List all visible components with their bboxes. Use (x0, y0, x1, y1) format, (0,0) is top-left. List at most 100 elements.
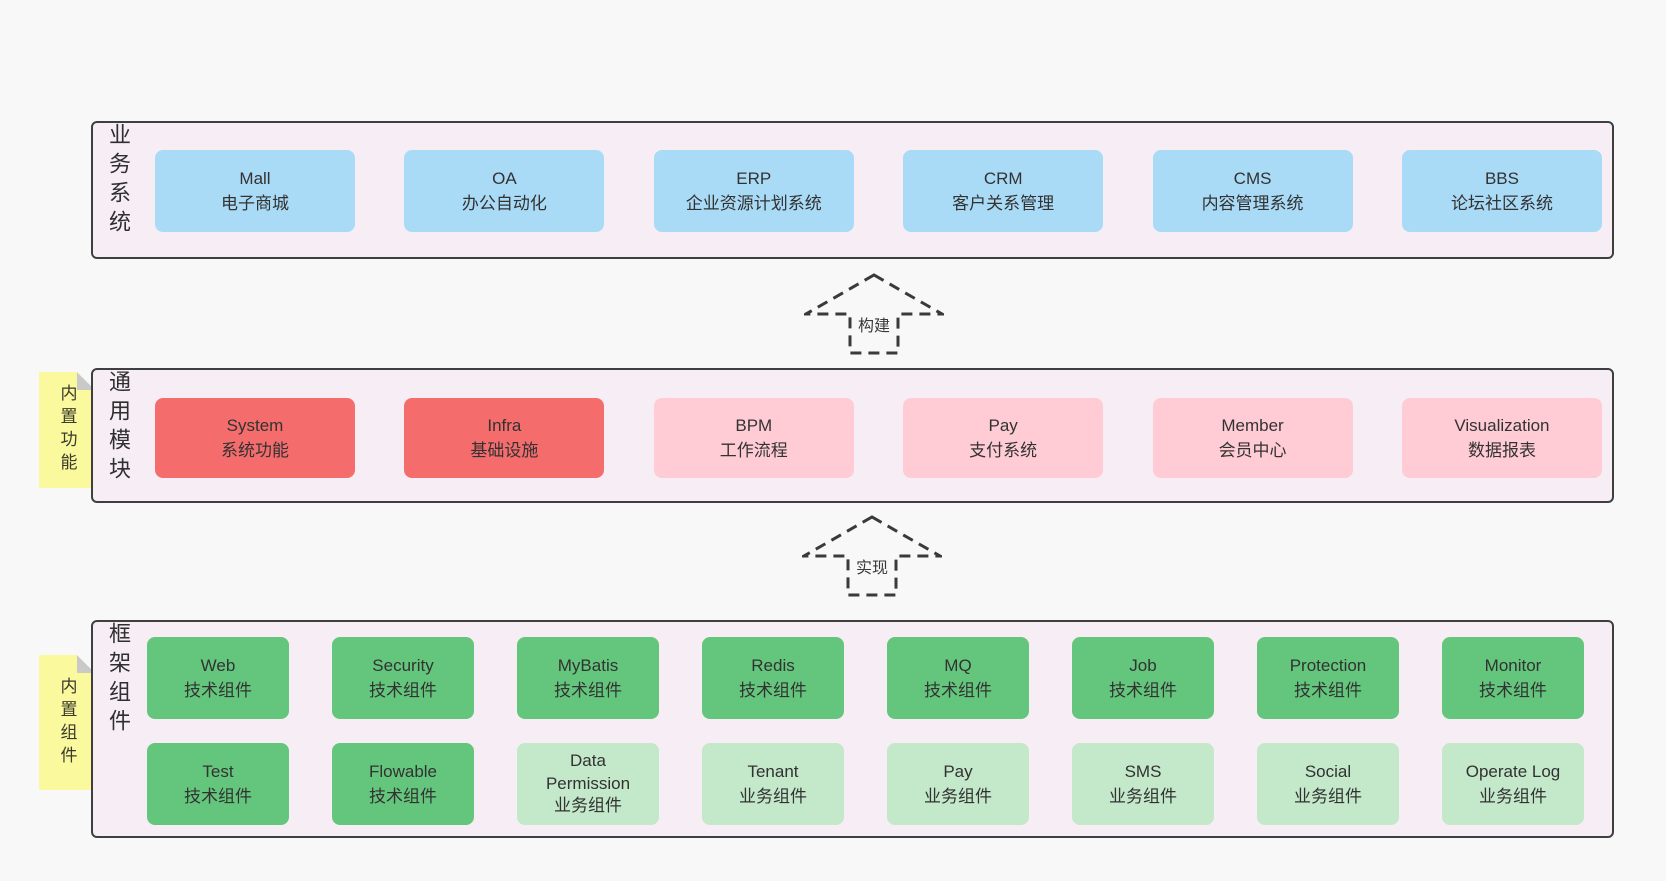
box-operate-log: Operate Log 业务组件 (1442, 743, 1584, 825)
box-title: Infra (487, 415, 522, 435)
panel-label-common-modules: 通用模块 (106, 370, 131, 486)
box-mall: Mall 电子商城 (155, 150, 355, 232)
box-subtitle: 技术组件 (1109, 681, 1177, 700)
box-subtitle: 技术组件 (1479, 681, 1547, 700)
box-bpm: BPM 工作流程 (653, 398, 854, 478)
box-monitor: Monitor 技术组件 (1442, 637, 1584, 719)
box-title: CMS (1233, 168, 1272, 188)
box-redis: Redis 技术组件 (702, 637, 844, 719)
box-title: OA (492, 168, 517, 188)
box-subtitle: 技术组件 (369, 681, 437, 700)
box-subtitle: 技术组件 (554, 681, 622, 700)
panel-business-systems: 业务系统 Mall 电子商城 OA 办公自动化 ERP 企业资源计划系统 CRM… (91, 121, 1614, 259)
panel-label-business-systems: 业务系统 (106, 123, 131, 239)
framework-components-row-1: Web 技术组件 Security 技术组件 MyBatis 技术组件 Redi… (147, 637, 1584, 719)
box-subtitle: 支付系统 (969, 441, 1038, 460)
box-job: Job 技术组件 (1072, 637, 1214, 719)
common-modules-row: System 系统功能 Infra 基础设施 BPM 工作流程 Pay 支付系统… (155, 398, 1602, 478)
build-arrow: 构建 (804, 272, 944, 356)
box-title: Data Permission (545, 751, 631, 793)
box-subtitle: 系统功能 (221, 441, 289, 460)
box-pay: Pay 支付系统 (903, 398, 1104, 478)
box-subtitle: 技术组件 (739, 681, 807, 700)
box-title: Mall (239, 168, 271, 188)
box-subtitle: 工作流程 (719, 441, 788, 460)
box-member: Member 会员中心 (1152, 398, 1353, 478)
box-subtitle: 业务组件 (1294, 787, 1362, 806)
box-title: SMS (1124, 761, 1162, 781)
box-title: System (226, 415, 284, 435)
box-subtitle: 技术组件 (369, 787, 437, 806)
box-flowable: Flowable 技术组件 (332, 743, 474, 825)
box-cms: CMS 内容管理系统 (1152, 150, 1353, 232)
box-subtitle: 业务组件 (924, 787, 992, 806)
box-subtitle: 电子商城 (221, 194, 289, 213)
box-tenant: Tenant 业务组件 (702, 743, 844, 825)
box-oa: OA 办公自动化 (404, 150, 605, 232)
box-crm: CRM 客户关系管理 (903, 150, 1104, 232)
box-social: Social 业务组件 (1257, 743, 1399, 825)
box-title: Flowable (368, 761, 438, 781)
box-subtitle: 技术组件 (924, 681, 992, 700)
box-subtitle: 数据报表 (1467, 441, 1536, 460)
box-title: Tenant (747, 761, 799, 781)
box-title: Member (1221, 415, 1284, 435)
box-data-permission: Data Permission 业务组件 (517, 743, 659, 825)
sticky-note-label: 内置功能 (57, 384, 77, 476)
box-security: Security 技术组件 (332, 637, 474, 719)
box-title: BPM (735, 415, 773, 435)
implement-arrow-label: 实现 (855, 560, 888, 577)
build-arrow-label: 构建 (857, 318, 890, 335)
box-subtitle: 业务组件 (1479, 787, 1547, 806)
sticky-note-built-in-features: 内置功能 (39, 372, 95, 488)
box-subtitle: 业务组件 (554, 796, 622, 816)
box-title: Monitor (1484, 655, 1542, 675)
panel-framework-components: 框架组件 Web 技术组件 Security 技术组件 MyBatis 技术组件… (91, 620, 1614, 838)
box-title: MQ (944, 655, 972, 675)
box-subtitle: 办公自动化 (461, 194, 547, 213)
box-subtitle: 内容管理系统 (1201, 194, 1304, 213)
box-mybatis: MyBatis 技术组件 (517, 637, 659, 719)
box-title: Web (200, 655, 236, 675)
panel-label-framework-components: 框架组件 (106, 622, 131, 738)
framework-components-row-2: Test 技术组件 Flowable 技术组件 Data Permission … (147, 743, 1584, 825)
sticky-note-built-in-components: 内置组件 (39, 655, 95, 790)
box-title: Visualization (1454, 415, 1550, 435)
box-subtitle: 技术组件 (184, 787, 252, 806)
box-visualization: Visualization 数据报表 (1401, 398, 1602, 478)
arrow-up-icon (802, 515, 942, 597)
box-title: CRM (983, 168, 1023, 188)
implement-arrow: 实现 (802, 514, 942, 598)
box-title: MyBatis (557, 655, 619, 675)
box-infra: Infra 基础设施 (404, 398, 605, 478)
box-title: Protection (1289, 655, 1367, 675)
box-sms: SMS 业务组件 (1072, 743, 1214, 825)
panel-common-modules: 通用模块 System 系统功能 Infra 基础设施 BPM 工作流程 Pay… (91, 368, 1614, 503)
box-subtitle: 技术组件 (184, 681, 252, 700)
box-pay-business: Pay 业务组件 (887, 743, 1029, 825)
box-title: BBS (1484, 168, 1519, 188)
sticky-note-label: 内置组件 (57, 676, 77, 769)
arrow-up-icon (804, 273, 944, 355)
box-subtitle: 业务组件 (739, 787, 807, 806)
box-subtitle: 会员中心 (1218, 441, 1287, 460)
box-subtitle: 客户关系管理 (952, 194, 1055, 213)
box-title: Redis (751, 655, 795, 675)
box-title: Job (1129, 655, 1157, 675)
box-mq: MQ 技术组件 (887, 637, 1029, 719)
business-systems-row: Mall 电子商城 OA 办公自动化 ERP 企业资源计划系统 CRM 客户关系… (155, 150, 1602, 232)
box-erp: ERP 企业资源计划系统 (653, 150, 854, 232)
box-subtitle: 企业资源计划系统 (685, 194, 822, 213)
box-subtitle: 技术组件 (1294, 681, 1362, 700)
box-title: Social (1304, 761, 1352, 781)
box-title: Pay (988, 415, 1018, 435)
box-web: Web 技术组件 (147, 637, 289, 719)
box-title: Operate Log (1465, 761, 1561, 781)
box-title: Pay (943, 761, 973, 781)
box-title: Test (202, 761, 234, 781)
box-title: Security (372, 655, 434, 675)
box-subtitle: 业务组件 (1109, 787, 1177, 806)
box-system: System 系统功能 (155, 398, 355, 478)
box-protection: Protection 技术组件 (1257, 637, 1399, 719)
